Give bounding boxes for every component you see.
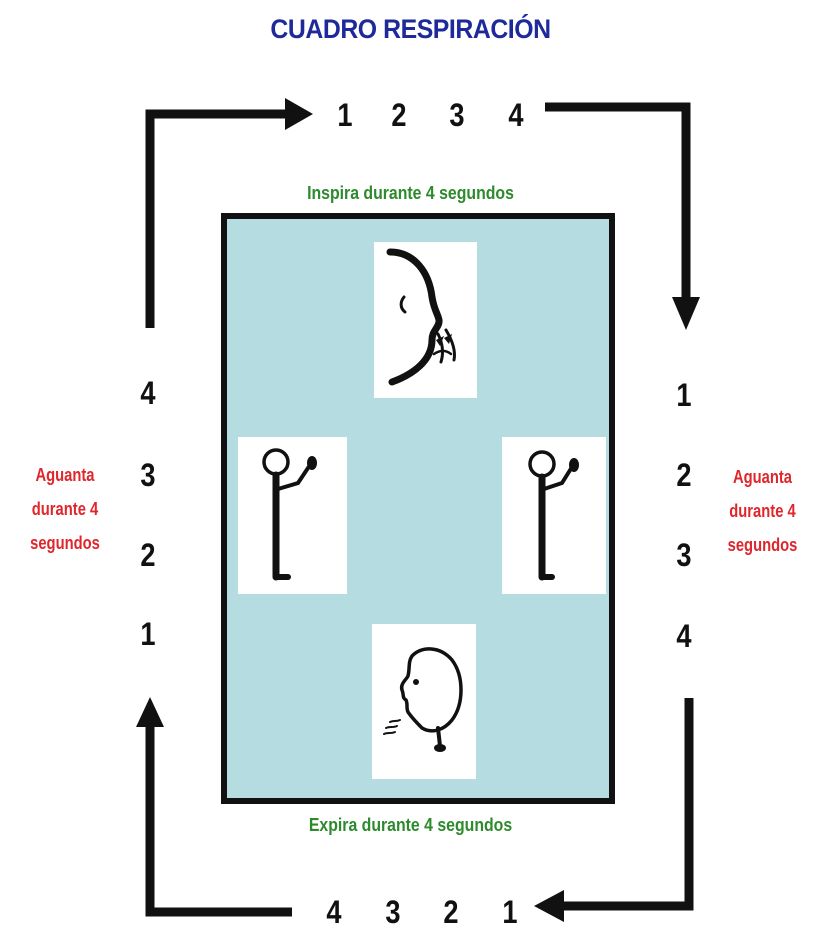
inhale-face-icon — [386, 248, 456, 386]
exhale-pictogram — [372, 624, 476, 779]
arrow-top-right — [545, 102, 691, 300]
count-left-1: 1 — [140, 616, 156, 652]
count-right-1: 1 — [676, 377, 692, 413]
hold-label-left: Aguanta durante 4 segundos — [30, 465, 100, 553]
hold-label-right: Aguanta durante 4 segundos — [727, 467, 798, 555]
hold-pictogram-right — [502, 437, 606, 594]
count-bottom-1: 1 — [502, 894, 518, 930]
arrow-bottom-left — [145, 725, 292, 917]
arrowhead-bottom — [534, 890, 564, 922]
arrowhead-top — [285, 98, 313, 130]
count-top-1: 1 — [337, 97, 353, 133]
arrow-top-left — [145, 109, 288, 328]
count-bottom-3: 3 — [385, 894, 401, 930]
inhale-pictogram — [374, 242, 477, 398]
count-right-3: 3 — [676, 537, 692, 573]
count-bottom-2: 2 — [443, 894, 459, 930]
hold-pictogram-left — [238, 437, 347, 594]
page-title: CUADRO RESPIRACIÓN — [270, 14, 551, 44]
count-bottom-4: 4 — [326, 894, 342, 930]
count-left-2: 2 — [140, 537, 156, 573]
arrow-bottom-right — [560, 698, 694, 911]
count-top-2: 2 — [391, 97, 407, 133]
count-right-2: 2 — [676, 457, 692, 493]
count-left-4: 4 — [140, 375, 156, 411]
standing-person-icon — [528, 450, 579, 581]
count-top-4: 4 — [508, 97, 524, 133]
count-left-3: 3 — [140, 457, 156, 493]
count-right-4: 4 — [676, 618, 692, 654]
breathing-panel — [221, 213, 615, 804]
exhale-face-icon — [383, 647, 463, 752]
arrowhead-left — [136, 697, 164, 727]
arrowhead-right — [672, 297, 700, 330]
exhale-caption: Expira durante 4 segundos — [308, 815, 513, 835]
count-top-3: 3 — [449, 97, 465, 133]
standing-person-icon — [262, 448, 317, 581]
inhale-caption: Inspira durante 4 segundos — [307, 183, 514, 203]
